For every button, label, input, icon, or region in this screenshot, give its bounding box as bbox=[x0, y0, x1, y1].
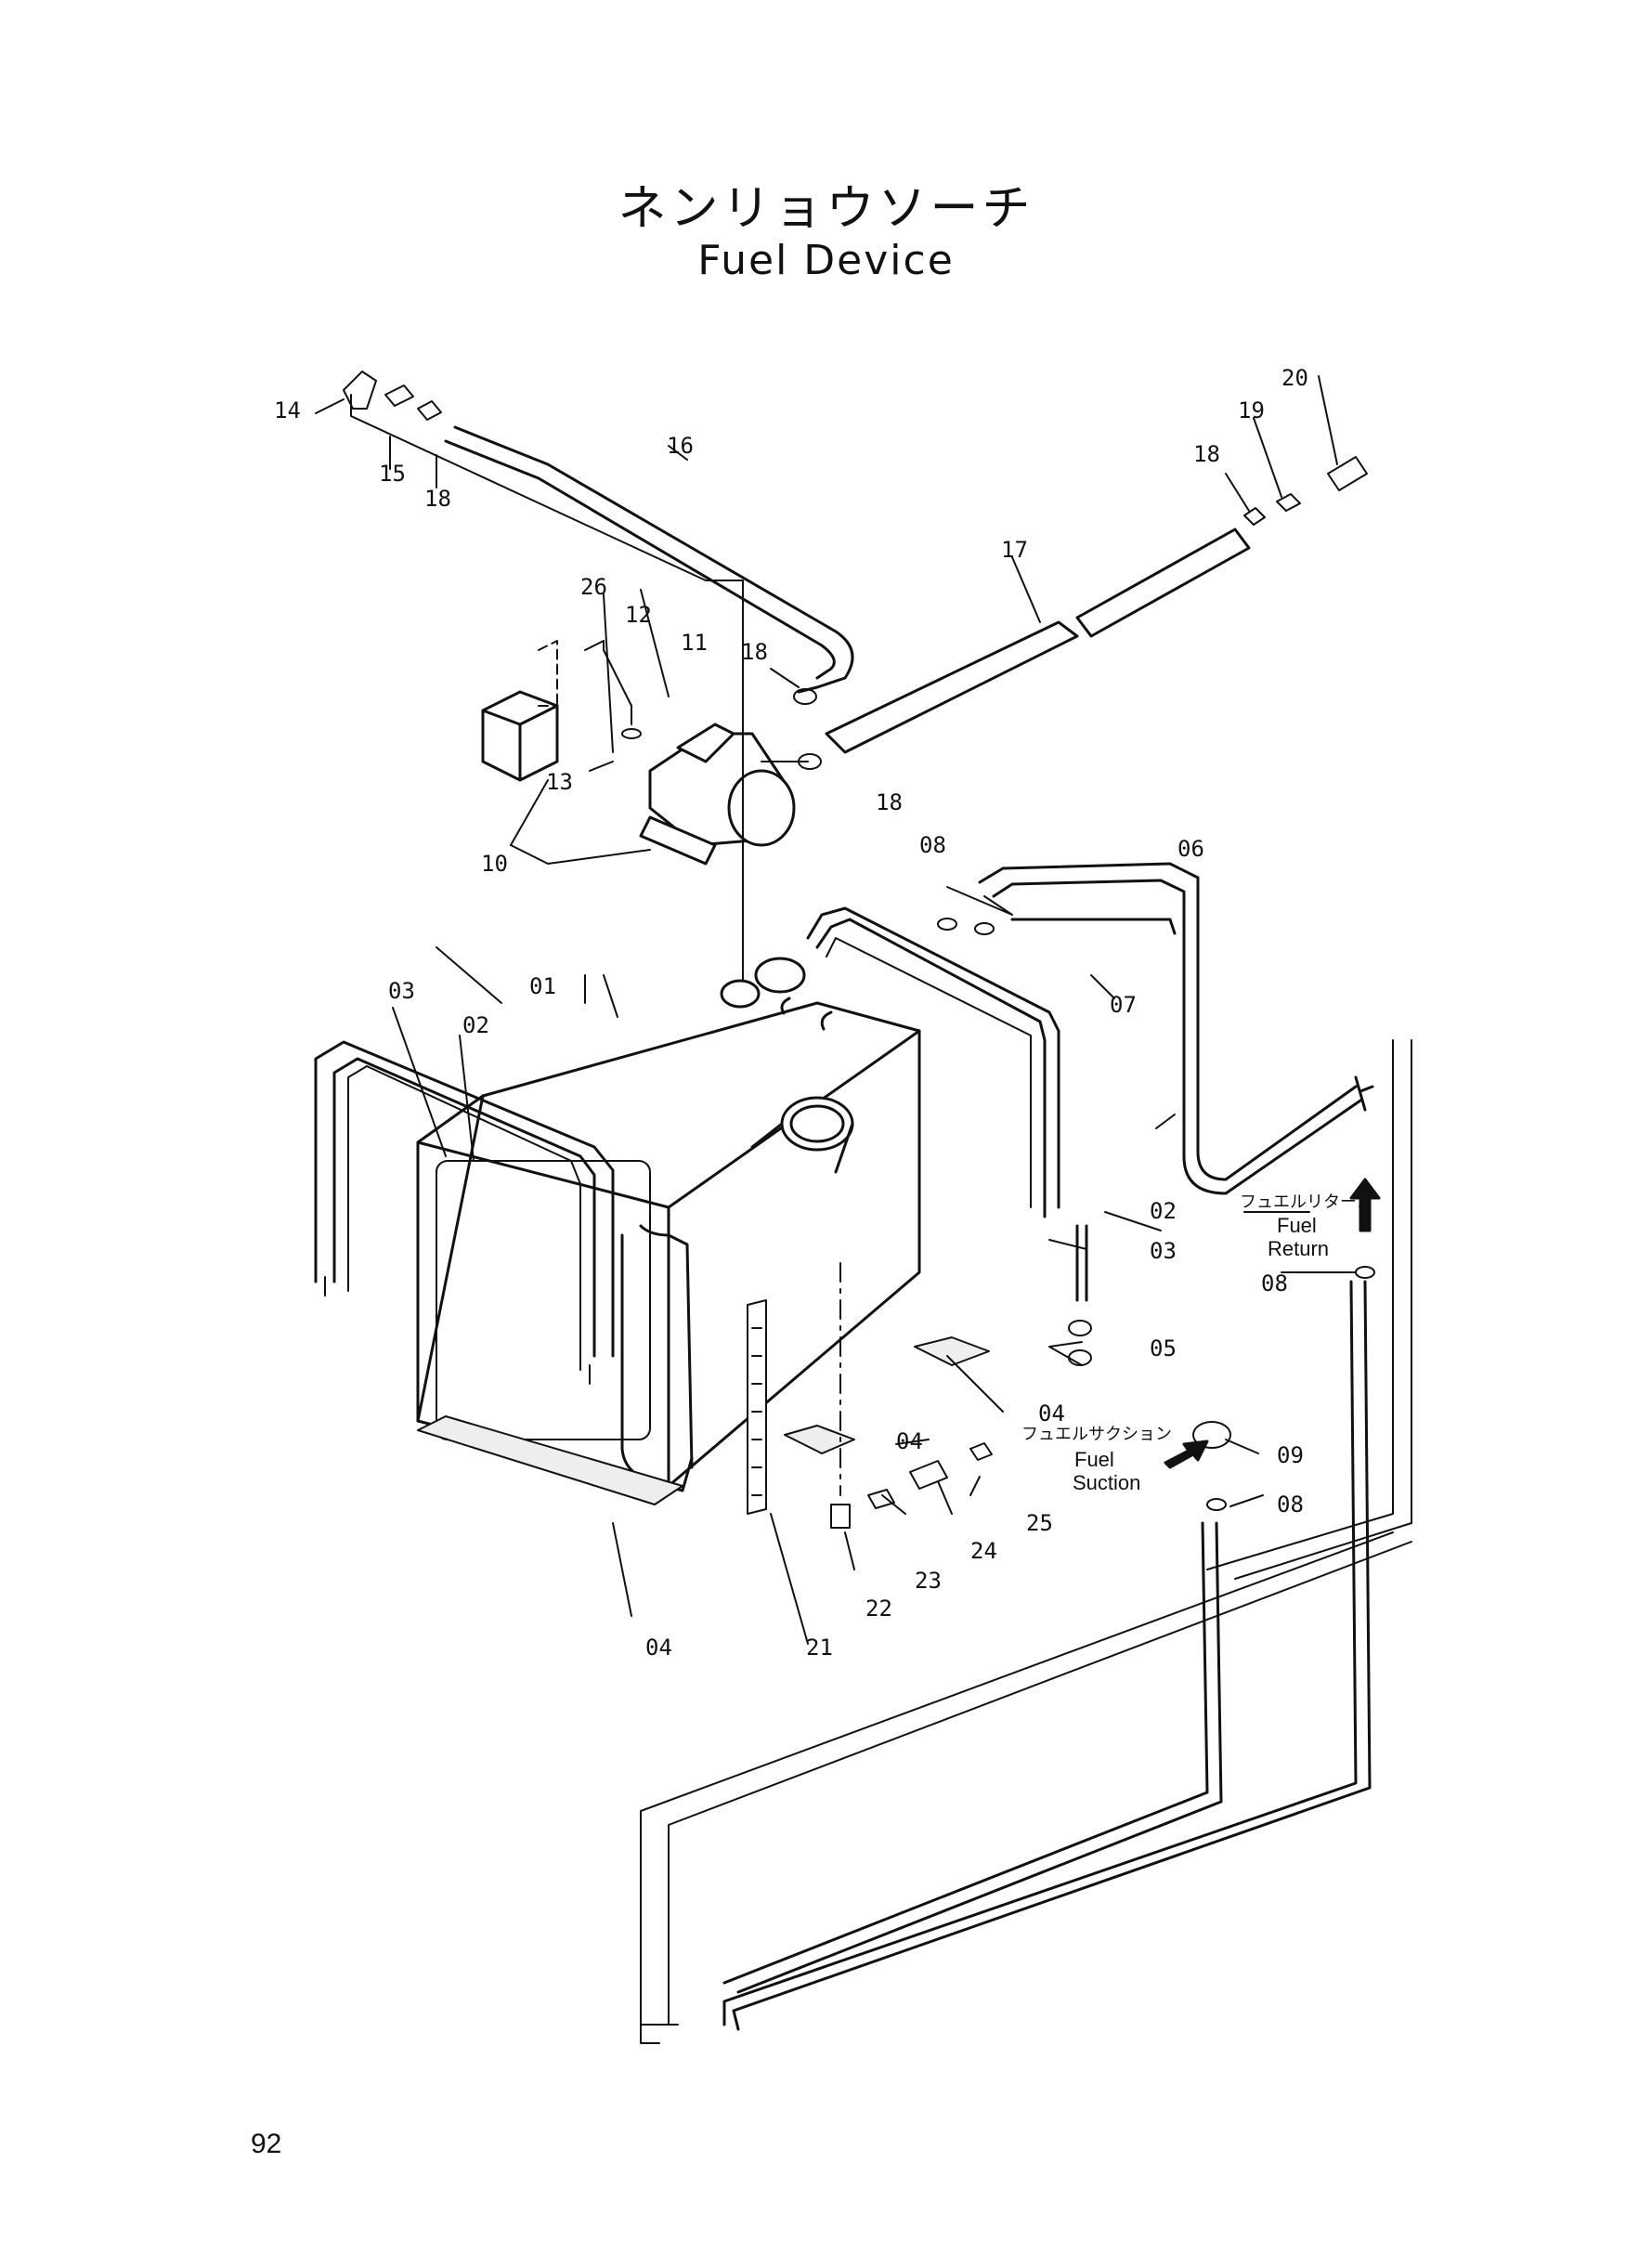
fuel-lines bbox=[978, 862, 1374, 1195]
callout-24: 24 bbox=[970, 1538, 997, 1564]
small-fittings bbox=[343, 371, 1375, 1511]
callout-03: 03 bbox=[388, 978, 415, 1004]
callout-03: 03 bbox=[1150, 1238, 1177, 1264]
callout-04: 04 bbox=[645, 1635, 672, 1661]
callout-12: 12 bbox=[625, 602, 652, 628]
filter-body bbox=[639, 723, 796, 866]
filler-neck bbox=[750, 1096, 854, 1174]
callout-20: 20 bbox=[1281, 365, 1308, 391]
callout-02: 02 bbox=[1150, 1198, 1177, 1224]
callout-08: 08 bbox=[1277, 1492, 1304, 1518]
fuel-filter-assembly bbox=[481, 640, 796, 866]
callout-11: 11 bbox=[681, 630, 708, 656]
callout-19: 19 bbox=[1238, 397, 1265, 423]
callout-18: 18 bbox=[1193, 441, 1220, 467]
callout-08: 08 bbox=[919, 832, 946, 858]
callout-07: 07 bbox=[1110, 992, 1137, 1018]
callout-02: 02 bbox=[462, 1012, 489, 1038]
callout-04: 04 bbox=[896, 1428, 923, 1454]
callout-10: 10 bbox=[481, 851, 508, 877]
fuel-return-label-en-1: Fuel bbox=[1277, 1214, 1317, 1237]
page-number: 92 bbox=[251, 2129, 282, 2159]
fuel-suction-label-en-2: Suction bbox=[1073, 1471, 1141, 1494]
callout-09: 09 bbox=[1277, 1442, 1304, 1468]
suction-arrow-icon bbox=[1164, 1440, 1209, 1469]
fuel-tank bbox=[416, 957, 921, 1488]
leader-lines bbox=[315, 375, 1357, 1645]
callout-21: 21 bbox=[806, 1635, 833, 1661]
title-english: Fuel Device bbox=[697, 237, 955, 284]
callout-08: 08 bbox=[1261, 1270, 1288, 1296]
callout-18: 18 bbox=[876, 789, 903, 815]
fuel-return-label-ja: フュエルリターン bbox=[1240, 1192, 1373, 1212]
callout-17: 17 bbox=[1001, 537, 1028, 563]
mounting-strap-right bbox=[806, 906, 1088, 1302]
return-arrow-icon bbox=[1349, 1178, 1381, 1232]
callout-18: 18 bbox=[741, 639, 768, 665]
rubber-pads bbox=[417, 1336, 990, 1505]
callout-22: 22 bbox=[865, 1596, 892, 1622]
drain-fittings bbox=[830, 1262, 993, 1529]
callout-23: 23 bbox=[915, 1568, 942, 1594]
fuel-suction-label-ja: フュエルサクション bbox=[1021, 1425, 1172, 1444]
title-japanese: ネンリョウソーチ bbox=[618, 181, 1034, 237]
long-hose bbox=[825, 528, 1251, 754]
level-gauge bbox=[747, 1299, 767, 1515]
callout-06: 06 bbox=[1177, 836, 1204, 862]
callout-01: 01 bbox=[529, 973, 556, 999]
callout-13: 13 bbox=[546, 769, 573, 795]
callout-15: 15 bbox=[379, 461, 406, 487]
tank-elbows bbox=[780, 997, 833, 1031]
callout-18: 18 bbox=[424, 486, 451, 512]
fuel-suction-label-en-1: Fuel bbox=[1074, 1448, 1114, 1471]
sender-plate bbox=[754, 957, 806, 994]
callout-26: 26 bbox=[580, 574, 607, 600]
callout-05: 05 bbox=[1150, 1335, 1177, 1362]
fuel-return-label-en-2: Return bbox=[1268, 1237, 1330, 1260]
top-fitting bbox=[720, 979, 761, 1009]
flow-arrows bbox=[1164, 1178, 1381, 1469]
callout-14: 14 bbox=[274, 397, 301, 423]
callout-25: 25 bbox=[1026, 1510, 1053, 1536]
callout-16: 16 bbox=[667, 433, 694, 459]
callout-04: 04 bbox=[1038, 1401, 1065, 1427]
long-return-suction-lines bbox=[640, 1039, 1412, 2044]
upper-hose bbox=[444, 425, 854, 694]
